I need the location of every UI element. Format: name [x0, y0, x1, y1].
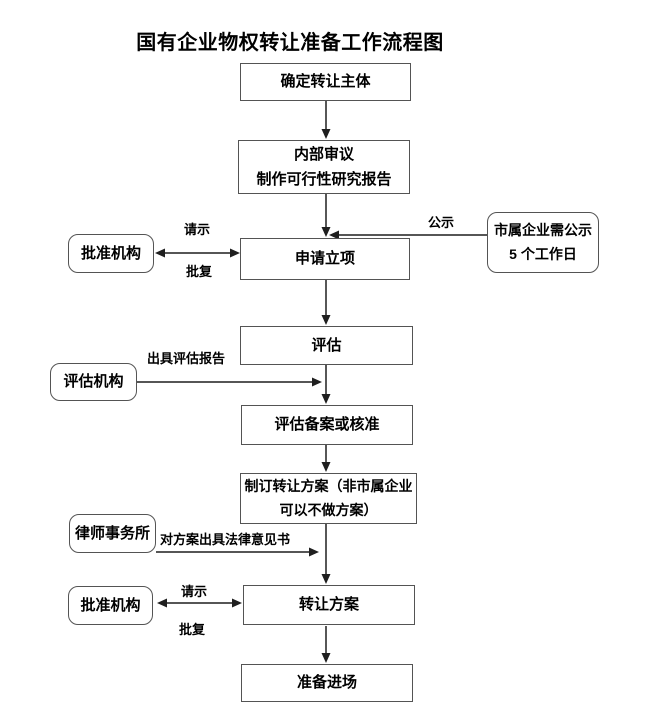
- page-title: 国有企业物权转让准备工作流程图: [136, 32, 444, 54]
- node-internal-review: 内部审议 制作可行性研究报告: [238, 140, 410, 194]
- edge-label-issue-eval-report: 出具评估报告: [147, 351, 226, 366]
- node-label: 批准机构: [80, 596, 141, 614]
- node-label-line1: 制订转让方案（非市属企业: [244, 477, 413, 494]
- node-label: 批准机构: [80, 244, 141, 262]
- node-label: 转让方案: [298, 596, 359, 614]
- node-label-line2: 5 个工作日: [509, 245, 577, 262]
- node-label-line2: 可以不做方案）: [279, 501, 378, 518]
- node-label: 律师事务所: [74, 524, 150, 542]
- node-determine-transfer-subject: 确定转让主体: [240, 63, 411, 101]
- node-prepare-entry: 准备进场: [241, 664, 413, 702]
- node-label: 准备进场: [296, 674, 357, 692]
- node-public-notice-requirement: 市属企业需公示 5 个工作日: [487, 212, 599, 273]
- node-label: 确定转让主体: [280, 73, 371, 91]
- edge-label-legal-opinion: 对方案出具法律意见书: [160, 532, 291, 547]
- node-draft-transfer-plan: 制订转让方案（非市属企业 可以不做方案）: [240, 473, 417, 524]
- node-approval-org-1: 批准机构: [68, 234, 154, 273]
- node-label-line1: 内部审议: [293, 145, 354, 163]
- node-transfer-plan: 转让方案: [243, 585, 415, 625]
- node-evaluation: 评估: [240, 326, 413, 365]
- node-law-firm: 律师事务所: [69, 514, 156, 553]
- node-label-line2: 制作可行性研究报告: [256, 171, 392, 188]
- edge-label-public-notice: 公示: [428, 215, 455, 230]
- node-label: 申请立项: [294, 250, 355, 268]
- edge-label-request-1: 请示: [184, 222, 211, 237]
- node-label-line1: 市属企业需公示: [494, 221, 592, 238]
- edge-label-reply-2: 批复: [179, 622, 206, 637]
- node-approval-org-2: 批准机构: [68, 586, 153, 625]
- node-evaluation-org: 评估机构: [50, 363, 137, 401]
- edge-label-reply-1: 批复: [186, 264, 213, 279]
- node-label: 评估机构: [63, 373, 124, 391]
- node-apply-for-project: 申请立项: [240, 238, 410, 280]
- node-label: 评估: [311, 336, 342, 354]
- node-evaluation-filing-or-approval: 评估备案或核准: [241, 405, 413, 445]
- edge-label-request-2: 请示: [181, 584, 208, 599]
- node-label: 评估备案或核准: [274, 416, 380, 434]
